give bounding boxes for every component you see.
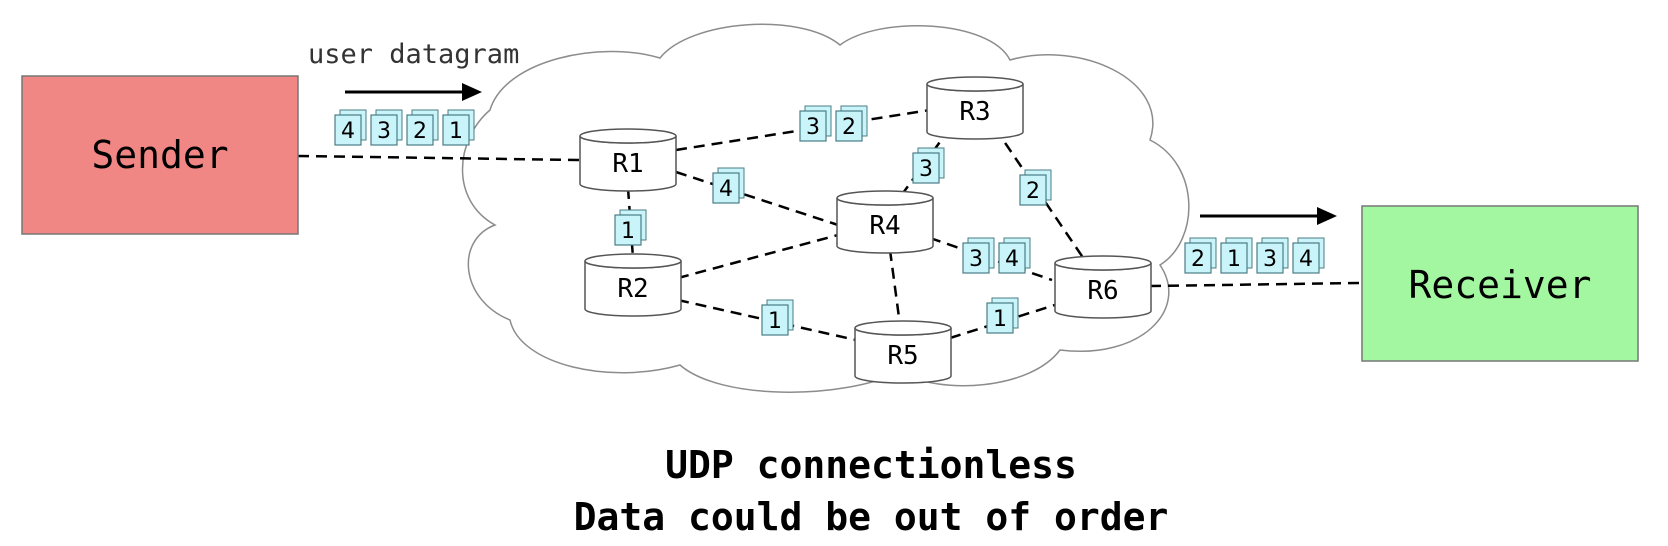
- sender-box: [21, 75, 299, 235]
- user-datagram-label: user datagram: [308, 39, 519, 70]
- packet-group-r1-r2: 1: [614, 209, 647, 246]
- packet: 1: [1220, 237, 1253, 274]
- packet: 4: [712, 167, 745, 204]
- packet-number: 4: [1005, 247, 1019, 272]
- packet: 3: [962, 237, 995, 274]
- packet-face: [406, 114, 434, 146]
- packet-number: 2: [413, 119, 427, 144]
- router-r5: R5: [854, 320, 952, 384]
- packet-number: 3: [1263, 247, 1277, 272]
- packet: 1: [986, 297, 1019, 334]
- packet-number: 3: [969, 247, 983, 272]
- link-r2-r4: [677, 233, 839, 280]
- packet: 2: [406, 109, 439, 146]
- packet: 1: [442, 109, 475, 146]
- packet: 3: [912, 147, 945, 184]
- packet-number: 4: [341, 119, 355, 144]
- packet-face: [912, 152, 940, 184]
- packet-face: [1184, 242, 1212, 274]
- router-top: [926, 76, 1024, 92]
- router-top: [854, 320, 952, 336]
- packet: 2: [835, 105, 868, 142]
- packet-number: 4: [1299, 247, 1313, 272]
- router-r6: R6: [1054, 255, 1152, 319]
- packet-face: [986, 302, 1014, 334]
- router-label: R1: [612, 149, 643, 179]
- link-r4-r5: [888, 249, 902, 326]
- packet-number: 2: [1026, 179, 1040, 204]
- packet: 3: [1256, 237, 1289, 274]
- packet-face: [442, 114, 470, 146]
- link-sender-r1: [297, 154, 581, 162]
- packet-number: 3: [377, 119, 391, 144]
- router-r4: R4: [836, 190, 934, 254]
- router-label: R6: [1087, 276, 1118, 306]
- packet-number: 3: [806, 115, 820, 140]
- router-label: R2: [617, 274, 648, 304]
- packet-number: 1: [768, 309, 782, 334]
- router-top: [579, 128, 677, 144]
- packet-number: 2: [1191, 247, 1205, 272]
- receiver-box: [1361, 205, 1639, 362]
- packet-group-r5-r6: 1: [986, 297, 1019, 334]
- packet-number: 1: [449, 119, 463, 144]
- packet: 4: [1292, 237, 1325, 274]
- router-r1: R1: [579, 128, 677, 192]
- link-r6-receiver: [1149, 281, 1361, 288]
- router-top: [836, 190, 934, 206]
- caption-line-2: Data could be out of order: [574, 495, 1169, 539]
- packet-face: [962, 242, 990, 274]
- router-top: [584, 253, 682, 269]
- router-label: R4: [869, 211, 900, 241]
- packet-number: 4: [719, 177, 733, 202]
- packet-number: 2: [842, 115, 856, 140]
- packet-face: [998, 242, 1026, 274]
- caption-line-1: UDP connectionless: [665, 443, 1077, 487]
- packet-face: [1292, 242, 1320, 274]
- packet-group-r3-r6: 2: [1019, 169, 1052, 206]
- packet-face: [334, 114, 362, 146]
- send-arrow-head: [462, 83, 482, 101]
- packet-face: [712, 172, 740, 204]
- sender-label: Sender: [91, 133, 228, 177]
- packet-face: [835, 110, 863, 142]
- packet: 3: [370, 109, 403, 146]
- link-r1-r2: [626, 187, 635, 259]
- packet-face: [614, 214, 642, 246]
- router-label: R3: [959, 97, 990, 127]
- packet-face: [761, 304, 789, 336]
- packet-number: 3: [919, 157, 933, 182]
- packet: 4: [334, 109, 367, 146]
- packet-face: [1019, 174, 1047, 206]
- router-r3: R3: [926, 76, 1024, 140]
- packet: 2: [1019, 169, 1052, 206]
- router-top: [1054, 255, 1152, 271]
- router-r2: R2: [584, 253, 682, 317]
- network-cloud: [461, 23, 1190, 393]
- packet-face: [370, 114, 398, 146]
- receiver-label: Receiver: [1408, 263, 1591, 307]
- packet-number: 1: [993, 307, 1007, 332]
- packet-group-r1-r4: 4: [712, 167, 745, 204]
- packet-face: [1256, 242, 1284, 274]
- packet-face: [1220, 242, 1248, 274]
- link-r1-r4: [675, 170, 839, 227]
- packet: 2: [1184, 237, 1217, 274]
- packet: 3: [799, 105, 832, 142]
- packet-group-r2-r5: 1: [761, 299, 794, 336]
- packet: 4: [998, 237, 1031, 274]
- packet-number: 1: [621, 219, 635, 244]
- packet: 1: [614, 209, 647, 246]
- packet-number: 1: [1227, 247, 1241, 272]
- router-label: R5: [887, 341, 918, 371]
- packet-group-r3-r4: 3: [912, 147, 945, 184]
- packet: 1: [761, 299, 794, 336]
- packet-face: [799, 110, 827, 142]
- receive-arrow-head: [1317, 207, 1337, 225]
